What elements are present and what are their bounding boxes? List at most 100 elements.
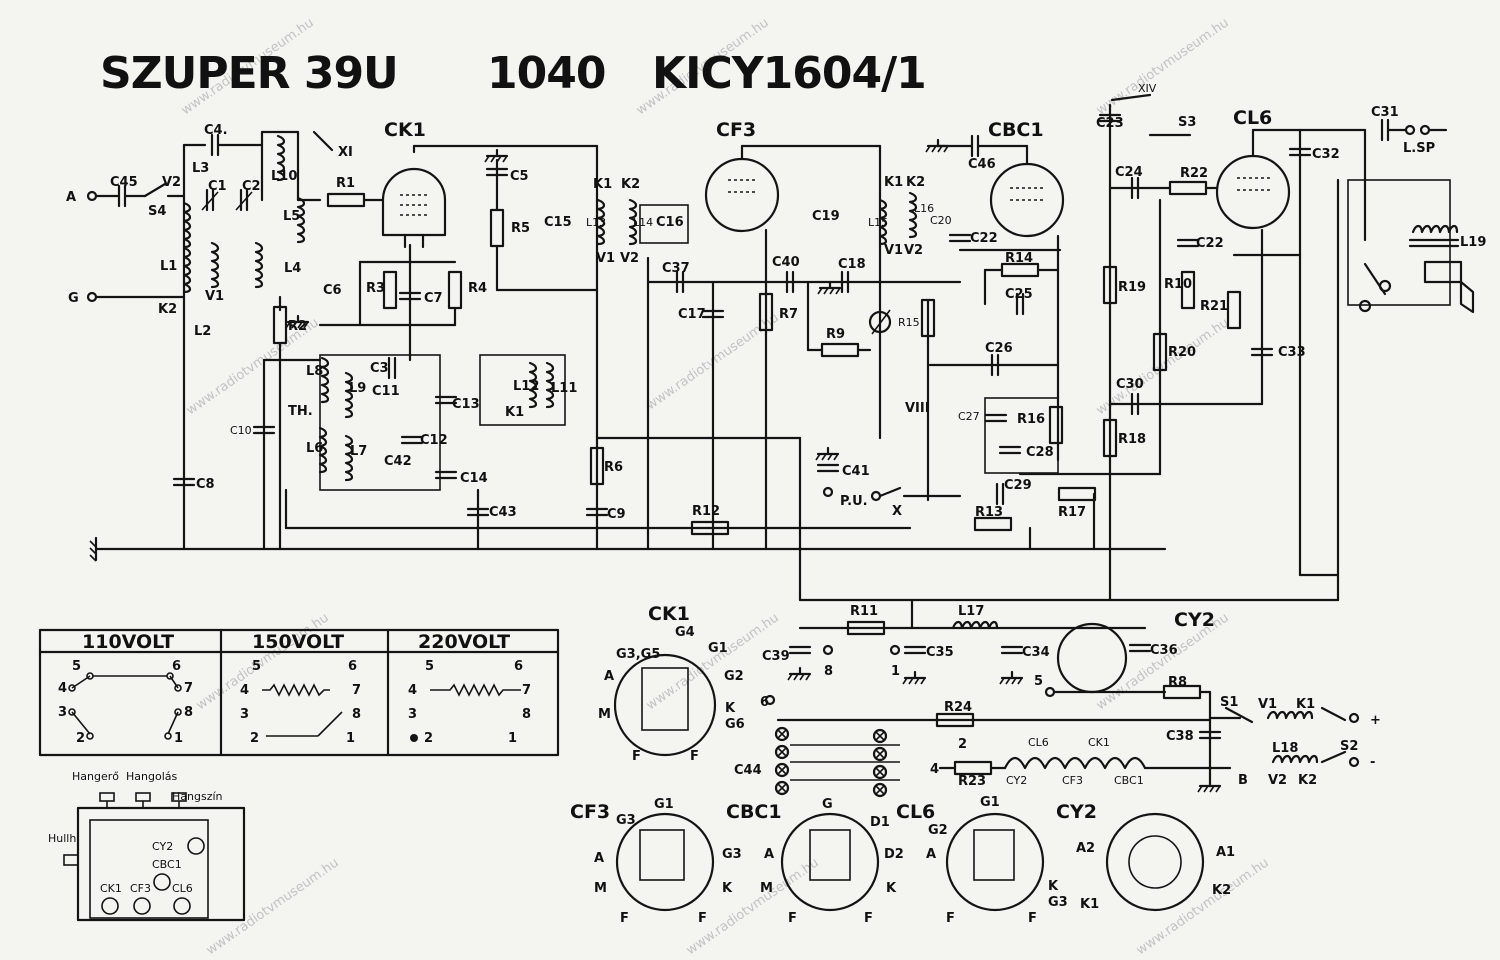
pin-label: F: [690, 749, 699, 764]
cl6-stage: CL6 C23 XIV S3 C24 R22 R19 C22 R10 R21 R…: [1018, 82, 1486, 602]
r16-label: R16: [1017, 412, 1045, 427]
mains-plus-label: +: [1370, 713, 1381, 728]
antenna-terminal: [86, 190, 98, 202]
s3-label: S3: [1178, 115, 1196, 130]
switch-x-label: X: [892, 504, 902, 519]
layout-tube-ck1: CK1: [100, 882, 122, 895]
supply-v2-label: V2: [1268, 773, 1287, 788]
chassis-layout-sketch: Hangerő Hangolás Hangszín Hullh CY2 CBC1…: [48, 770, 246, 922]
l8-label: L8: [306, 364, 323, 379]
c11-label: C11: [372, 384, 400, 399]
l12-label: L12: [513, 379, 539, 394]
pin-label: F: [1028, 911, 1037, 926]
pin-label: A: [926, 847, 936, 862]
cbc1-title: CBC1: [988, 119, 1044, 141]
c20-label: C20: [930, 214, 952, 227]
ground-terminal: [86, 291, 98, 303]
pin-label: 6: [348, 659, 357, 674]
s2-label: S2: [1340, 739, 1358, 754]
pin-label: G1: [708, 641, 728, 656]
r5-label: R5: [511, 221, 530, 236]
cf3-title: CF3: [716, 119, 756, 141]
r17-label: R17: [1058, 505, 1086, 520]
layout-tube-cy2: CY2: [152, 840, 173, 853]
pin-label: M: [594, 881, 607, 896]
l3-label: L3: [192, 161, 209, 176]
l15-label: L15: [868, 216, 888, 229]
tuning-indicator-icon: [868, 310, 892, 334]
pin-label: A: [764, 847, 774, 862]
c24-label: C24: [1115, 165, 1143, 180]
if2-k2-label: K2: [906, 175, 925, 190]
pin-5-label: 5: [1034, 674, 1043, 689]
k2-label: K2: [158, 302, 177, 317]
tuning-knob-icon: [135, 792, 151, 802]
k1-label: K1: [505, 405, 524, 420]
pin-label: A1: [1216, 845, 1235, 860]
watermark: www.radiotvmuseum.hu: [204, 855, 342, 958]
mains-minus-terminal[interactable]: [1348, 756, 1360, 768]
pin-label: 4: [58, 681, 67, 696]
pin-label: K1: [1080, 897, 1099, 912]
c30-label: C30: [1116, 377, 1144, 392]
c45-label: C45: [110, 175, 138, 190]
l4-label: L4: [284, 261, 301, 276]
heater-filaments-icon: [1003, 756, 1147, 770]
if2-v1-label: V1: [884, 243, 903, 258]
layout-side-label: Hullh: [48, 832, 76, 845]
pickup-terminal[interactable]: [870, 490, 882, 502]
power-supply-section: C39 R11 8 1 C35 L17 C34 CY2 C36 5 R8 C38…: [762, 573, 1381, 794]
c29-label: C29: [1004, 478, 1032, 493]
pin-label: M: [760, 881, 773, 896]
watermark: www.radiotvmuseum.hu: [194, 610, 332, 713]
l1-label: L1: [160, 259, 177, 274]
pin-label: 1: [508, 731, 517, 746]
cl6-title: CL6: [1233, 107, 1272, 129]
pin-label: 8: [522, 707, 531, 722]
antenna-terminal-label: A: [66, 190, 76, 205]
c33-label: C33: [1278, 345, 1306, 360]
r9-label: R9: [826, 327, 845, 342]
layout-tube-cl6: CL6: [172, 882, 193, 895]
c41-label: C41: [842, 464, 870, 479]
mains-plus-terminal[interactable]: [1348, 712, 1360, 724]
pin-label: G3: [616, 813, 636, 828]
base-cf3: CF3 G3 G1 A G3 M K F F: [570, 797, 742, 926]
c25-label: C25: [1005, 287, 1033, 302]
pin-2-label: 2: [958, 737, 967, 752]
switch-th-label: TH.: [288, 404, 313, 419]
pin-label: 5: [252, 659, 261, 674]
pin-8-label: 8: [824, 664, 833, 679]
c16-label: C16: [656, 215, 684, 230]
l7-label: L7: [350, 444, 367, 459]
r12-label: R12: [692, 504, 720, 519]
pin-label: D1: [870, 815, 890, 830]
l17-label: L17: [958, 604, 984, 619]
c19-label: C19: [812, 209, 840, 224]
ck1-tube: CK1: [381, 119, 599, 249]
pin-label: F: [864, 911, 873, 926]
c28-label: C28: [1026, 445, 1054, 460]
r3-label: R3: [366, 281, 385, 296]
l14-label: L14: [633, 216, 653, 229]
r24-label: R24: [944, 700, 972, 715]
c15-label: C15: [544, 215, 572, 230]
pin-label: G3,G5: [616, 647, 660, 662]
pin-label: 2: [76, 731, 85, 746]
ground-rail: [89, 536, 1167, 562]
c13-label: C13: [452, 397, 480, 412]
pin-label: G3: [1048, 895, 1068, 910]
c46-label: C46: [968, 157, 996, 172]
if1-v2-label: V2: [620, 251, 639, 266]
l13-label: L13: [586, 216, 606, 229]
if1-v1-label: V1: [596, 251, 615, 266]
base-ck1: CK1 G3,G5 G4 G1 A G2 M K G6 F F: [598, 603, 745, 764]
r22-label: R22: [1180, 166, 1208, 181]
speaker-terminal[interactable]: [1404, 124, 1416, 136]
c14-label: C14: [460, 471, 488, 486]
model-title: SZUPER 39U: [100, 48, 398, 99]
pin-label: 6: [172, 659, 181, 674]
r23-label: R23: [958, 774, 986, 789]
l11-label: L11: [551, 381, 577, 396]
